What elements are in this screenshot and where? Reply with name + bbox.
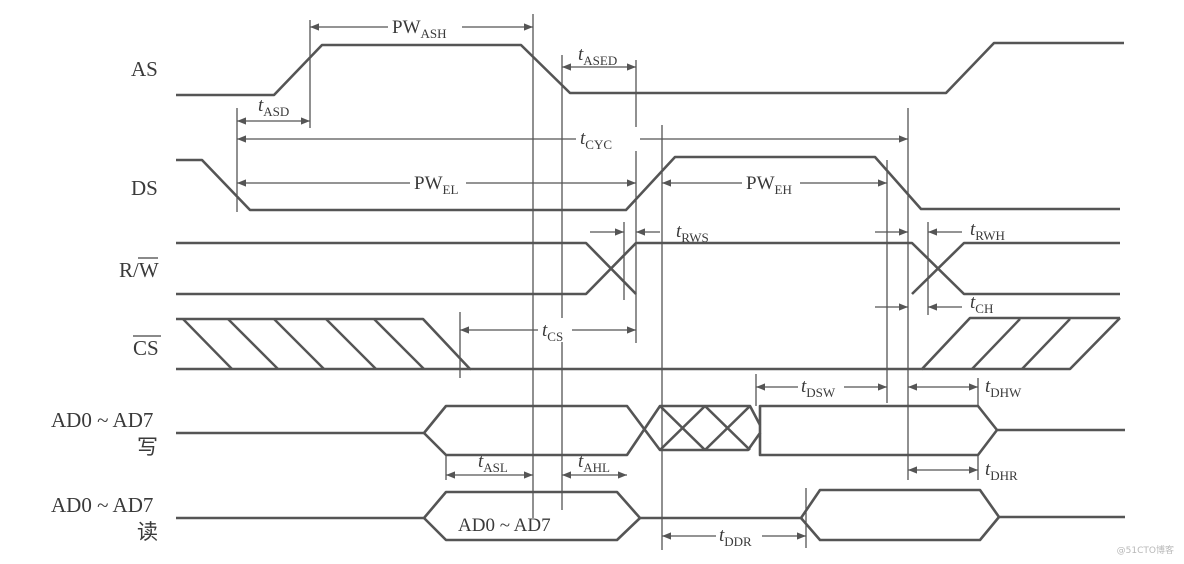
- param-pw-ash: PWASH: [388, 14, 462, 41]
- wave-cs: [176, 317, 472, 371]
- label-ad-write-cn: 写: [137, 435, 158, 459]
- label-ds: DS: [131, 176, 158, 200]
- watermark: @51CTO博客: [1116, 546, 1174, 556]
- param-t-ahl: tAHL: [578, 451, 610, 475]
- param-t-dsw: tDSW: [798, 375, 844, 400]
- param-t-dhw: tDHW: [985, 376, 1022, 400]
- svg-text:tAHL: tAHL: [578, 451, 610, 475]
- wave-ad-read-low: [423, 517, 641, 542]
- svg-text:tRWS: tRWS: [676, 221, 709, 245]
- cs-hatch-right: [971, 318, 1071, 370]
- param-t-ased: tASED: [578, 44, 617, 68]
- svg-text:PWASH: PWASH: [392, 17, 447, 41]
- param-pw-el: PWEL: [410, 170, 466, 197]
- param-t-dhr: tDHR: [985, 459, 1018, 483]
- svg-text:tDSW: tDSW: [801, 376, 836, 400]
- svg-text:PWEH: PWEH: [746, 173, 792, 197]
- label-rw: R/W: [119, 258, 159, 282]
- svg-text:tDHR: tDHR: [985, 459, 1018, 483]
- wave-ad-write-low: [423, 404, 762, 457]
- param-t-ddr: tDDR: [716, 524, 762, 549]
- svg-text:PWEL: PWEL: [414, 173, 458, 197]
- wave-ad-read: [176, 488, 1125, 520]
- svg-text:tDDR: tDDR: [719, 525, 752, 549]
- wave-rw-high: [176, 241, 637, 295]
- param-t-ch: tCH: [970, 292, 993, 316]
- svg-text:tCS: tCS: [542, 320, 563, 344]
- label-as: AS: [131, 57, 158, 81]
- svg-text:tCH: tCH: [970, 292, 993, 316]
- param-pw-eh: PWEH: [742, 170, 800, 197]
- param-t-asd: tASD: [258, 95, 289, 119]
- label-ad-write: AD0 ~ AD7: [51, 408, 153, 432]
- wave-ds: [176, 155, 1120, 212]
- param-t-asl: tASL: [478, 451, 508, 475]
- svg-text:tASL: tASL: [478, 451, 508, 475]
- wave-cs-right-bottom: [922, 317, 1121, 371]
- label-cs: CS: [133, 336, 159, 360]
- param-t-rwh: tRWH: [970, 219, 1005, 243]
- ad-write-crossings: [659, 405, 999, 457]
- label-ad-read: AD0 ~ AD7: [51, 493, 153, 517]
- svg-text:tASED: tASED: [578, 44, 617, 68]
- wave-as: [176, 41, 1124, 97]
- label-ad-read-cn: 读: [137, 520, 158, 544]
- bus-label-ad: AD0 ~ AD7: [458, 515, 551, 536]
- svg-text:tRWH: tRWH: [970, 219, 1005, 243]
- wave-rw-low: [176, 241, 1120, 296]
- svg-text:tASD: tASD: [258, 95, 289, 119]
- wave-rw-cross: [911, 241, 1120, 295]
- wave-ad-write: [176, 404, 1125, 452]
- param-t-cyc: tCYC: [576, 127, 640, 152]
- svg-text:tCYC: tCYC: [580, 128, 612, 152]
- param-t-rws: tRWS: [676, 221, 709, 245]
- svg-text:tDHW: tDHW: [985, 376, 1022, 400]
- param-t-cs: tCS: [538, 318, 572, 344]
- wave-ad-read-low2: [800, 516, 1001, 542]
- wave-cs-high: [470, 316, 1120, 371]
- cs-hatch-left: [182, 318, 425, 370]
